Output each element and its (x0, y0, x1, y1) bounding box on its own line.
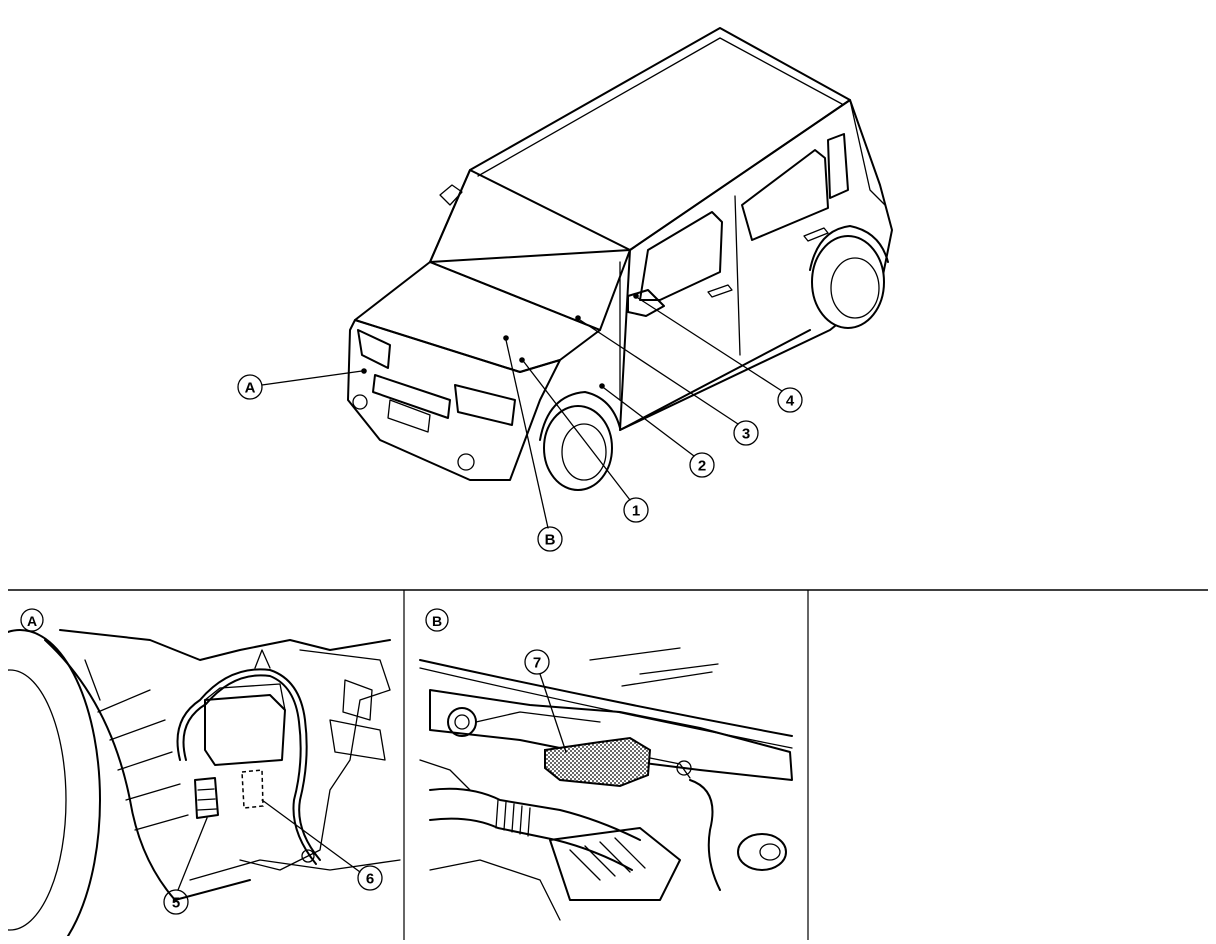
point-b-dot (503, 335, 509, 341)
point-a-dot (361, 368, 367, 374)
right-headlight (454, 384, 516, 426)
svg-text:5: 5 (172, 895, 180, 912)
front-door-handle (707, 284, 733, 298)
detail-label-b: B (425, 608, 449, 632)
rear-door-window (741, 149, 829, 241)
callout-6: 6 (357, 865, 383, 891)
right-fog-light (457, 453, 475, 471)
callout-3: 3 (733, 420, 759, 446)
svg-text:6: 6 (366, 871, 374, 888)
hidden-component-6 (241, 769, 264, 809)
view-label-a: A (237, 374, 263, 400)
detail-a-panel (8, 629, 401, 936)
detail-a-callouts: A 5 6 (20, 608, 383, 915)
hood (354, 261, 601, 373)
svg-text:1: 1 (632, 503, 640, 520)
svg-text:4: 4 (786, 393, 795, 410)
svg-text:3: 3 (742, 426, 750, 443)
svg-text:7: 7 (533, 655, 541, 672)
callout-4: 4 (777, 387, 803, 413)
view-label-b: B (537, 526, 563, 552)
rear-door-handle (803, 227, 829, 242)
overview-callouts: A B 1 2 3 (237, 293, 803, 552)
sensor-5 (194, 777, 219, 819)
washer-reservoir (204, 694, 286, 766)
callout-5: 5 (163, 889, 189, 915)
detail-b-panel (419, 647, 793, 921)
vehicle-side (619, 99, 893, 431)
callout-1: 1 (623, 497, 649, 523)
detail-frames (8, 589, 1208, 940)
svg-text:2: 2 (698, 458, 706, 475)
detail-b-callouts: B 7 (425, 608, 567, 753)
svg-text:B: B (432, 613, 442, 629)
left-headlight (357, 329, 391, 369)
front-fascia (347, 319, 561, 481)
rear-wheel (811, 235, 885, 329)
front-wheel (543, 405, 613, 491)
side-mirror (627, 289, 665, 317)
callout-2: 2 (689, 452, 715, 478)
wiper-motor-7 (544, 736, 652, 788)
quarter-window (827, 133, 849, 199)
view-b-text: B (545, 532, 556, 549)
vehicle-roof (429, 27, 851, 263)
left-fog-light (352, 394, 368, 410)
view-a-text: A (245, 380, 256, 397)
detail-label-a: A (20, 608, 44, 632)
grille (372, 374, 451, 419)
svg-text:A: A (27, 613, 37, 629)
vehicle-illustration (347, 27, 893, 491)
front-door-window (639, 211, 723, 301)
callout-7: 7 (524, 649, 550, 675)
